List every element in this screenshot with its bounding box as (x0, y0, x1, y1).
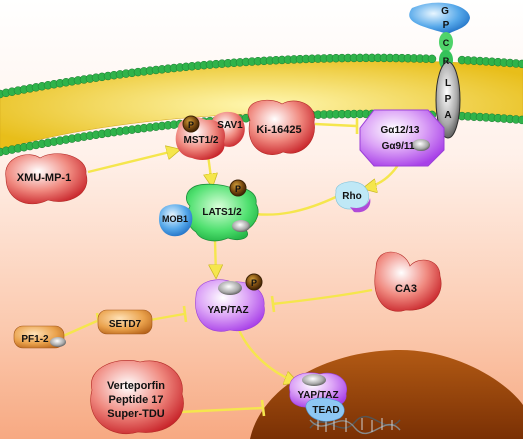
yap-taz-label: YAP/TAZ (207, 305, 248, 316)
peptide17-label: Peptide 17 (108, 394, 163, 406)
mob1-label: MOB1 (162, 214, 188, 224)
phospho-lats (229, 179, 247, 197)
lats12-label: LATS1/2 (202, 207, 242, 218)
pf-gray-oval (50, 337, 66, 347)
mst-sav-complex: P SAV1 MST1/2 (175, 111, 245, 161)
lpa-body (435, 61, 461, 139)
setd7-label: SETD7 (109, 319, 142, 330)
gpcr-letter: G (441, 6, 449, 17)
dna-helix (309, 415, 401, 435)
lpa-letter: L (445, 78, 451, 89)
gpcr-receptor: G P C R L P A (409, 2, 470, 139)
gpcr-loop (409, 2, 470, 34)
lats-mob-complex: P LATS1/2 MOB1 (158, 179, 259, 242)
yap-gray-oval (218, 281, 242, 295)
mob1-blob (158, 204, 193, 237)
gpcr-letter: P (443, 20, 450, 31)
bar-setd7-to-yap (182, 305, 188, 323)
pf1-2-label: PF1-2 (21, 334, 49, 345)
sav1-label: SAV1 (217, 120, 243, 131)
xmu-mp-1-node: XMU-MP-1 (5, 153, 88, 205)
phospho-mst (182, 115, 200, 133)
nuclear-gray-oval (302, 374, 326, 386)
arrow-mst-to-lats (208, 154, 212, 185)
arrow-verteporfin-to-nucleus (179, 406, 263, 414)
gpcr-letter: R (443, 56, 450, 66)
galpha9-11-label: Gα9/11 (382, 141, 415, 152)
ki16425-label: Ki-16425 (256, 124, 301, 136)
arrow-yap-to-nucleus (234, 321, 296, 382)
phospho-yap (245, 273, 263, 291)
rho-node: Rho (335, 181, 371, 213)
nuclear-yap-tead-complex: YAP/TAZ TEAD (289, 372, 347, 422)
arrow-lats-to-yap (215, 239, 216, 276)
gpcr-letter: C (443, 38, 450, 48)
gpcr-stalk-top (439, 32, 453, 52)
galpha12-13-label: Gα12/13 (381, 125, 420, 136)
arrow-pf-to-setd7 (62, 319, 98, 338)
ki16425-node: Ki-16425 (247, 99, 315, 155)
bar-ca3-to-yap (270, 295, 276, 313)
tead-blob (305, 397, 345, 422)
lipid-head (427, 54, 437, 64)
setd7-node: SETD7 (97, 309, 153, 335)
bar-verteporfin-to-nucleus (260, 399, 266, 417)
mst12-label: MST1/2 (183, 135, 218, 146)
nuclear-yap-taz-label: YAP/TAZ (297, 390, 338, 401)
super-tdu-label: Super-TDU (107, 408, 165, 420)
lpa-letter: P (445, 94, 452, 105)
arrow-rho-to-lats (254, 194, 339, 216)
lats-gray-oval (232, 220, 250, 232)
rho-purple-crescent (350, 198, 371, 213)
ca3-node: CA3 (374, 251, 442, 312)
tead-label: TEAD (312, 405, 339, 416)
verteporfin-label: Verteporfin (107, 380, 165, 392)
rho-label: Rho (342, 191, 361, 202)
phospho-mst-label: P (188, 120, 194, 130)
phospho-yap-label: P (251, 278, 257, 288)
lpa-letter: A (444, 110, 451, 121)
lipid-head (517, 59, 523, 69)
arrow-ki-to-g (314, 122, 357, 128)
arrow-setd7-to-yap (149, 312, 185, 322)
arrow-ca3-to-yap (271, 288, 373, 306)
verteporfin-peptide-group: Verteporfin Peptide 17 Super-TDU (90, 360, 184, 434)
xmu-mp-1-label: XMU-MP-1 (17, 172, 71, 184)
phospho-lats-label: P (235, 184, 241, 194)
ca3-label: CA3 (395, 283, 417, 295)
membrane-outer-heads (0, 53, 523, 99)
pf1-2-node: PF1-2 (13, 325, 66, 349)
galpha-gray-oval (412, 139, 430, 151)
galpha-node: Gα12/13 Gα9/11 (359, 109, 445, 167)
arrow-xmu-to-mst (87, 150, 178, 174)
lipid-head (517, 115, 523, 125)
yap-taz-node: P YAP/TAZ (195, 273, 265, 332)
